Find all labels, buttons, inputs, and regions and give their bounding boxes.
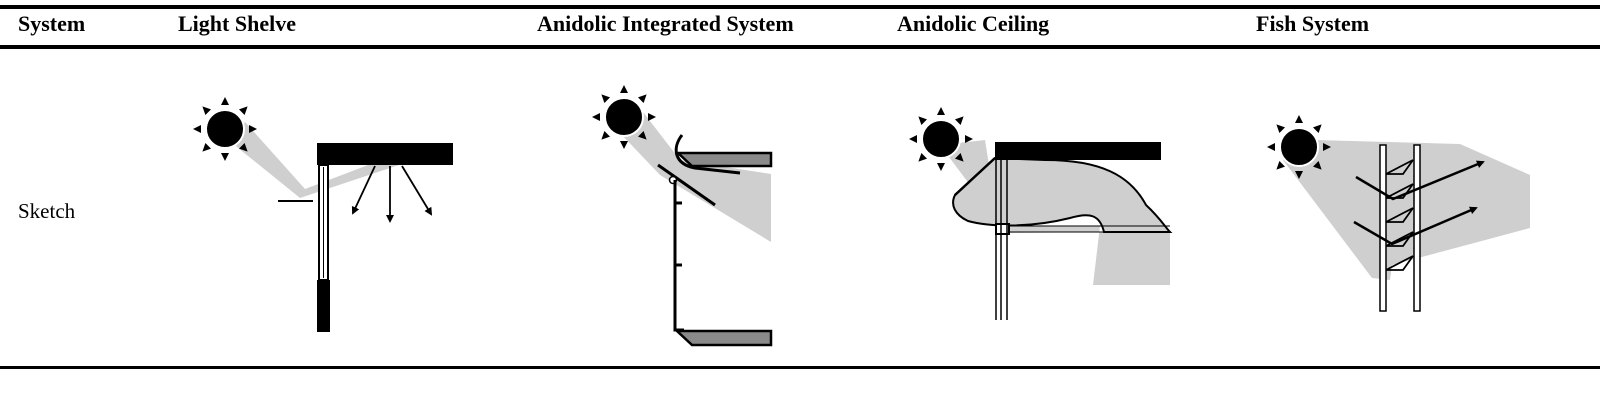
light-beam — [940, 140, 1170, 285]
light-shelf — [317, 143, 453, 165]
fish-system-sketch — [1266, 114, 1530, 312]
tilted-glazing — [657, 163, 716, 207]
anidolic-duct — [952, 156, 1173, 233]
light-beam — [620, 108, 771, 242]
upper-reflector — [674, 151, 773, 168]
lower-reflector — [673, 329, 773, 347]
header-system: System — [18, 11, 86, 36]
fish-frame-left — [1379, 144, 1387, 312]
collector-mirror — [954, 157, 996, 196]
sun-icon — [908, 106, 974, 172]
table-top-rule — [0, 5, 1600, 9]
header-anidolic-ceiling: Anidolic Ceiling — [897, 11, 1050, 36]
header-fish-system: Fish System — [1256, 11, 1370, 36]
redirected-ray-arrow — [1355, 160, 1485, 201]
row-label-sketch: Sketch — [18, 199, 76, 223]
redirected-ray-arrow — [1353, 206, 1478, 246]
reflected-ray-arrow — [401, 165, 433, 216]
light-shelve-sketch — [192, 96, 453, 332]
anidolic-collector — [674, 134, 741, 175]
wall-base — [317, 280, 330, 332]
fish-louvres — [1385, 159, 1414, 271]
light-beam — [1283, 140, 1530, 280]
anidolic-ceiling-sketch — [908, 106, 1173, 320]
anidolic-integrated-sketch — [591, 84, 773, 347]
fish-frame-right — [1413, 144, 1421, 312]
reflected-ray-arrow — [351, 165, 376, 215]
table-header-rule — [0, 45, 1600, 49]
table-bottom-rule — [0, 366, 1600, 369]
header-light-shelve: Light Shelve — [178, 11, 296, 36]
ceiling-slab — [995, 142, 1161, 160]
header-anidolic-integrated-system: Anidolic Integrated System — [537, 11, 794, 36]
